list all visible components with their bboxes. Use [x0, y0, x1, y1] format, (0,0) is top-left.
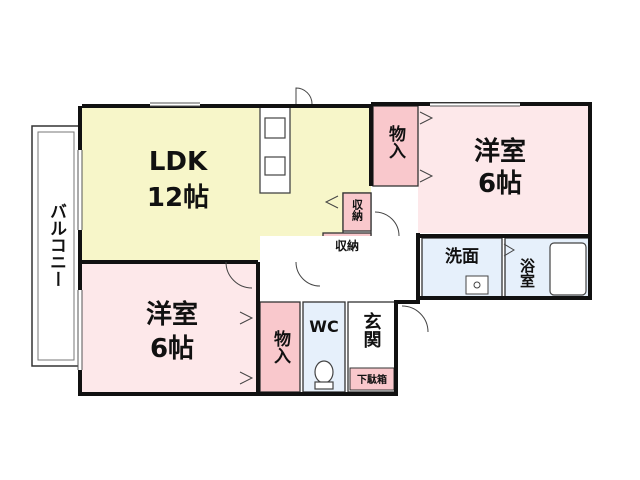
toilet-label: WC: [309, 317, 338, 336]
western-room-2-size: 6帖: [150, 334, 194, 364]
storage-1-label: 物入: [385, 124, 406, 159]
washroom: [421, 237, 503, 299]
closet-1-label: 収納: [351, 199, 364, 222]
closet-2-label: 収納: [335, 238, 359, 253]
western-room-1: [418, 106, 590, 233]
door-swing-icon: [295, 87, 313, 105]
toilet-tank-icon: [314, 381, 334, 390]
closet-1: [342, 192, 372, 232]
storage-2-label: 物入: [270, 329, 291, 364]
bathroom-label: 浴室: [518, 257, 536, 288]
door-swing-icon: [374, 211, 400, 237]
ldk-name: LDK: [149, 147, 208, 177]
balcony: バルコニー: [31, 125, 81, 367]
door-swing-icon: [401, 305, 429, 333]
entrance-label: 玄関: [361, 311, 382, 348]
western-room-1-name: 洋室: [474, 136, 526, 167]
shoe-box-label: 下駄箱: [357, 373, 387, 386]
toilet-bowl-icon: [314, 360, 334, 384]
western-room-1-size: 6帖: [478, 169, 522, 199]
ldk-size: 12帖: [147, 183, 209, 213]
washroom-label: 洗面: [445, 246, 479, 267]
stove-icon: [264, 117, 286, 139]
windows: [78, 103, 520, 370]
balcony-label: バルコニー: [46, 202, 67, 287]
wash-basin-drain-icon: [473, 281, 481, 289]
window-frames: [77, 102, 520, 370]
kitchen-sink-icon: [264, 156, 286, 176]
western-room-2-name: 洋室: [146, 299, 198, 330]
hallway: [260, 236, 418, 298]
door-swing-icon: [295, 261, 321, 287]
western-room-2: [82, 262, 258, 392]
bathtub-icon: [549, 242, 587, 296]
sliding-door-marks: [239, 111, 515, 385]
wash-basin-icon: [465, 275, 489, 295]
door-swing-icon: [225, 261, 253, 289]
